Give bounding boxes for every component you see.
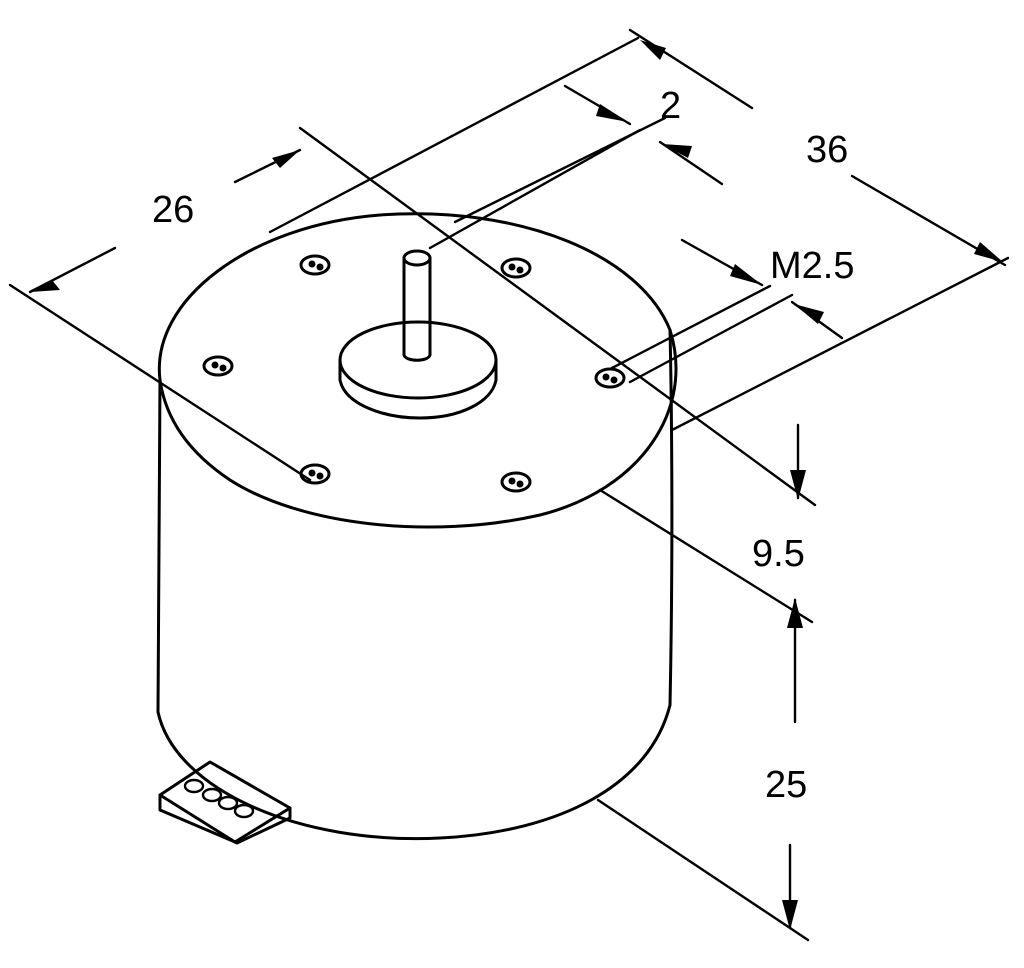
connector-pin — [233, 803, 255, 819]
connector-pin — [183, 778, 205, 794]
mounting-hole — [299, 463, 331, 485]
motor-body — [156, 212, 678, 841]
mounting-hole — [500, 257, 532, 279]
connector-pin — [201, 787, 223, 803]
mounting-hole — [202, 355, 234, 377]
dimension-36-label: 36 — [806, 129, 848, 171]
body-right-wall — [668, 328, 674, 707]
connector-block — [158, 760, 292, 845]
connector-pin — [217, 795, 239, 811]
dimension-25: 25 — [596, 764, 810, 942]
mounting-hole — [299, 254, 331, 276]
mounting-hole — [500, 471, 532, 493]
dimension-26-label: 26 — [152, 189, 194, 231]
top-face-outline — [157, 212, 678, 529]
dimension-25-label: 25 — [765, 764, 807, 806]
dimension-2-label: 2 — [660, 85, 681, 127]
body-left-wall — [156, 378, 162, 714]
dimension-m25: M2.5 — [610, 238, 854, 384]
mounting-holes — [202, 254, 626, 493]
dimension-26: 26 — [8, 126, 817, 507]
shaft — [402, 249, 432, 362]
dimension-2: 2 — [428, 84, 724, 250]
body-bottom-edge — [156, 703, 672, 841]
dimension-36: 36 — [268, 28, 1010, 432]
dimension-m25-label: M2.5 — [770, 245, 854, 287]
hub — [338, 320, 498, 420]
mounting-hole — [594, 367, 626, 389]
dimension-9-5: 9.5 — [598, 423, 814, 724]
dimension-9-5-label: 9.5 — [752, 533, 805, 575]
